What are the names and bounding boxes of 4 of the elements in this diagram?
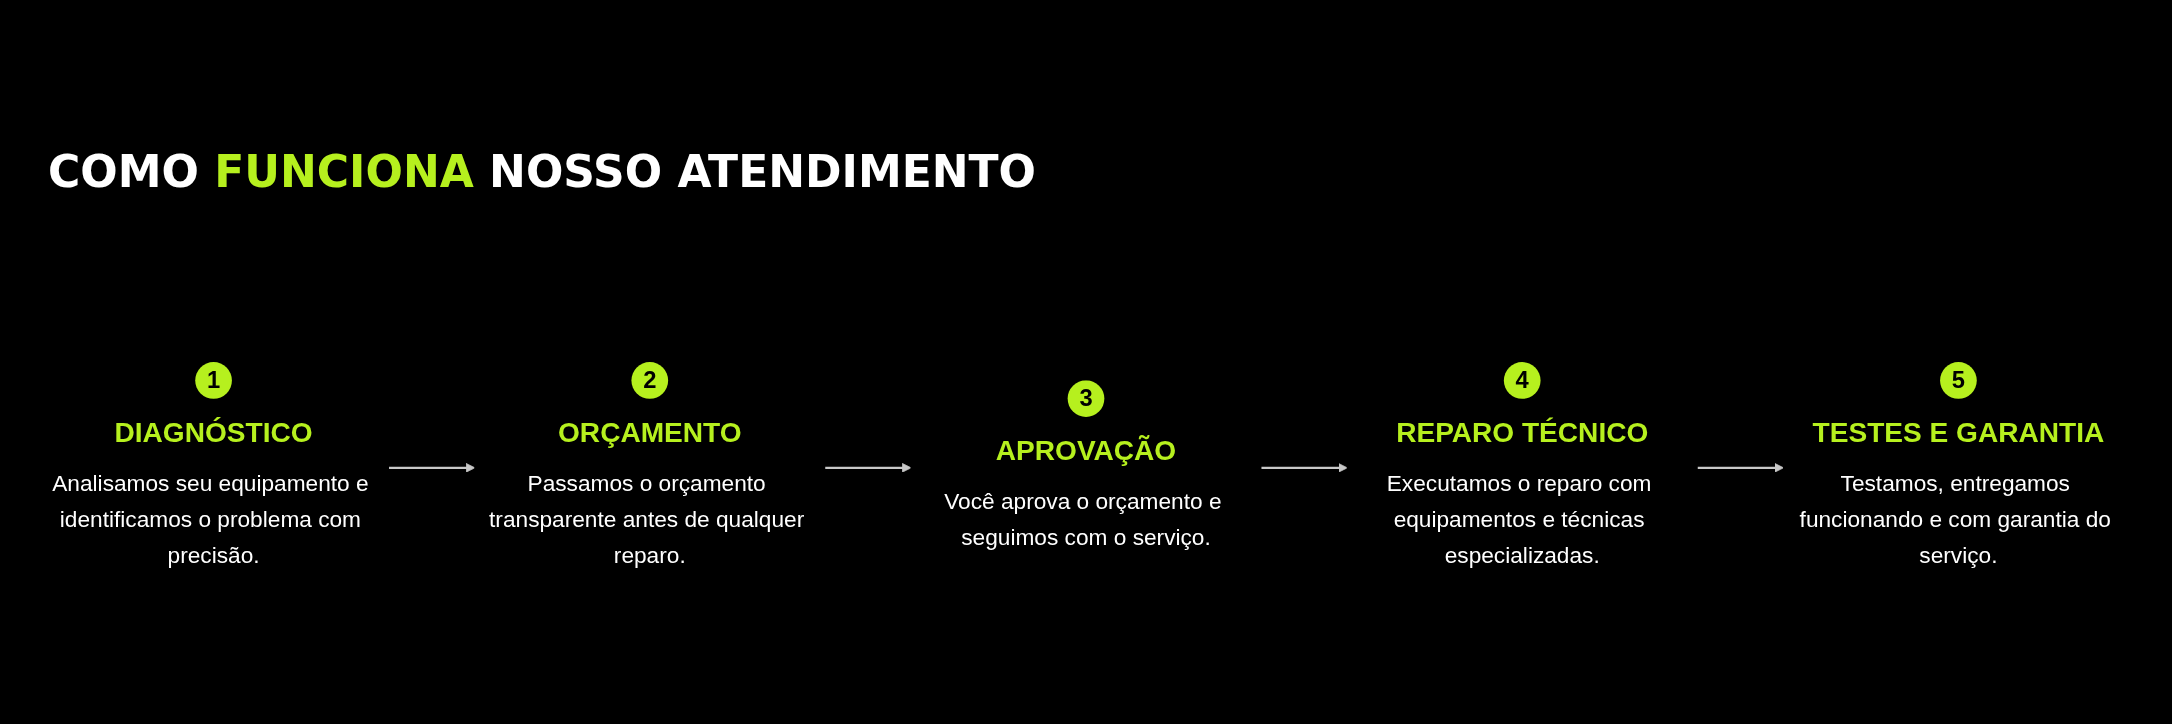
arrow — [1697, 463, 1784, 473]
arrow — [1260, 463, 1348, 473]
title: COMO FUNCIONA NOSSO ATENDIMENTO — [48, 146, 1036, 197]
arrow — [824, 463, 912, 473]
